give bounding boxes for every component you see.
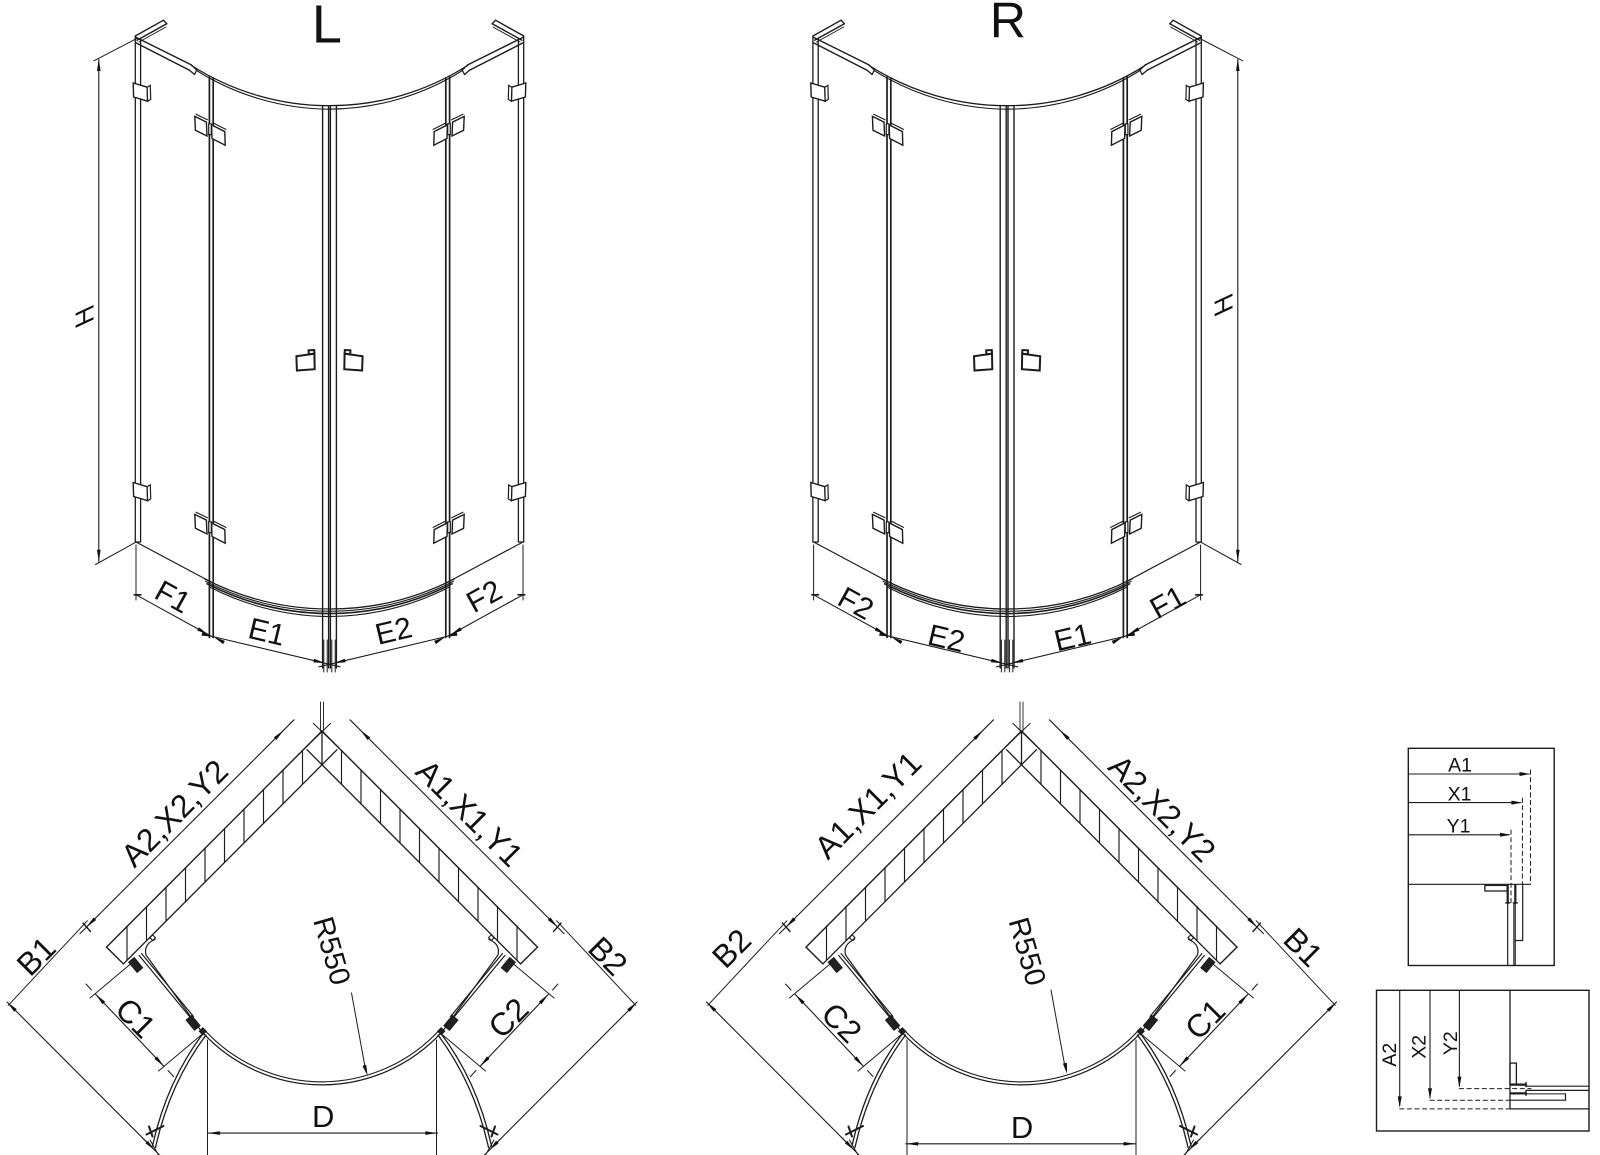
svg-text:Y2: Y2 bbox=[1440, 1031, 1462, 1055]
svg-text:D: D bbox=[312, 1099, 334, 1134]
svg-text:Y1: Y1 bbox=[1447, 816, 1471, 838]
svg-text:X1: X1 bbox=[1448, 783, 1472, 805]
svg-text:L: L bbox=[312, 0, 342, 54]
svg-text:D: D bbox=[1011, 1110, 1033, 1145]
svg-text:R: R bbox=[990, 0, 1026, 48]
svg-text:X2: X2 bbox=[1408, 1035, 1430, 1059]
svg-text:A2: A2 bbox=[1379, 1043, 1401, 1067]
svg-text:A1: A1 bbox=[1448, 754, 1472, 776]
